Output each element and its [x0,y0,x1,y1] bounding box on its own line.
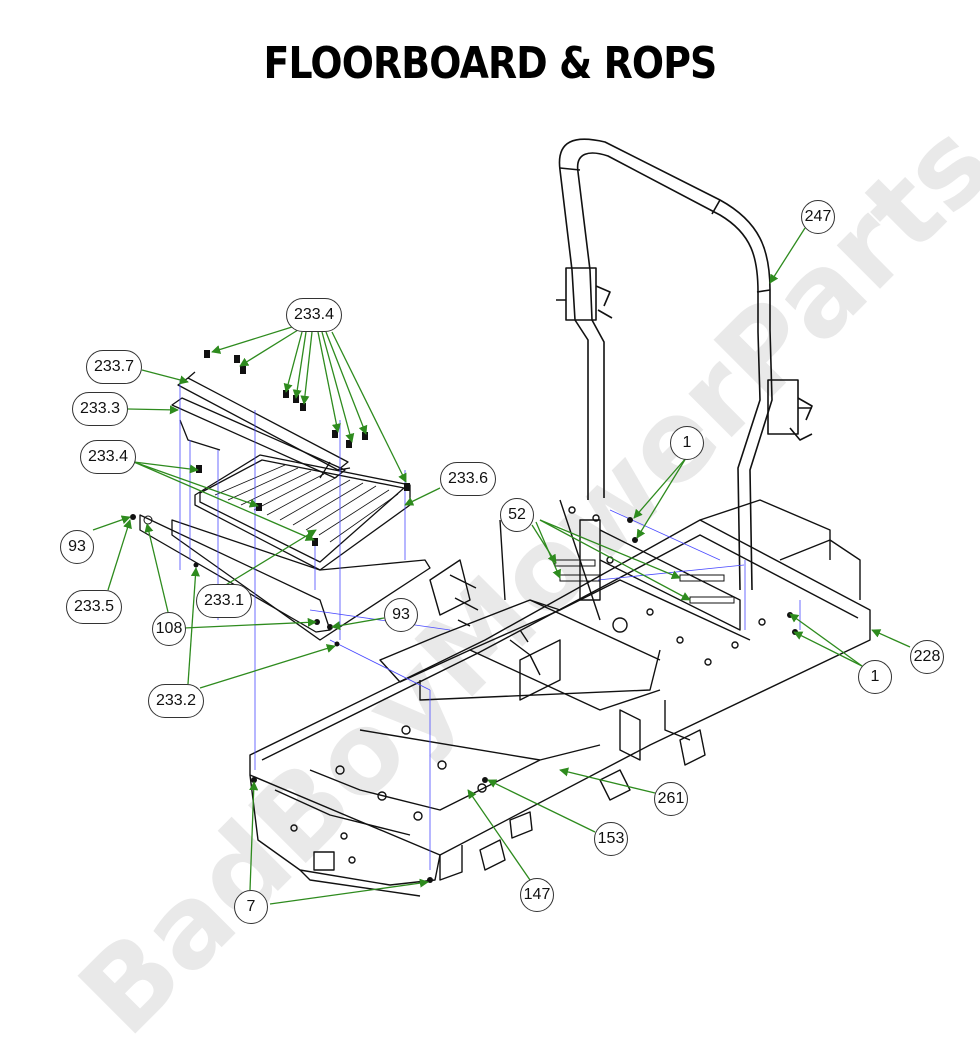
callout-233-4-top: 233.4 [286,298,342,332]
callout-52: 52 [500,498,534,532]
callout-147: 147 [520,878,554,912]
callout-1-upper: 1 [670,426,704,460]
callout-261: 261 [654,782,688,816]
rops-roll-bar [556,138,813,591]
callout-93-left: 93 [60,530,94,564]
callout-93-right: 93 [384,598,418,632]
callout-7: 7 [234,890,268,924]
main-frame [249,499,871,897]
hidden-line-projections [179,380,801,870]
floorboard-assembly [139,371,431,641]
callout-233-4-left: 233.4 [80,440,136,474]
callout-233-1: 233.1 [196,584,252,618]
exploded-parts-diagram [92,138,911,905]
callout-233-2: 233.2 [148,684,204,718]
callout-1-lower: 1 [858,660,892,694]
diagram-title: FLOORBOARD & ROPS [263,38,718,89]
callout-108: 108 [152,612,186,646]
callout-233-6: 233.6 [440,462,496,496]
leader-lines [92,227,911,905]
callout-233-3: 233.3 [72,392,128,426]
callout-153: 153 [594,822,628,856]
callout-247: 247 [801,200,835,234]
callout-228: 228 [910,640,944,674]
callout-233-7: 233.7 [86,350,142,384]
callout-233-5: 233.5 [66,590,122,624]
